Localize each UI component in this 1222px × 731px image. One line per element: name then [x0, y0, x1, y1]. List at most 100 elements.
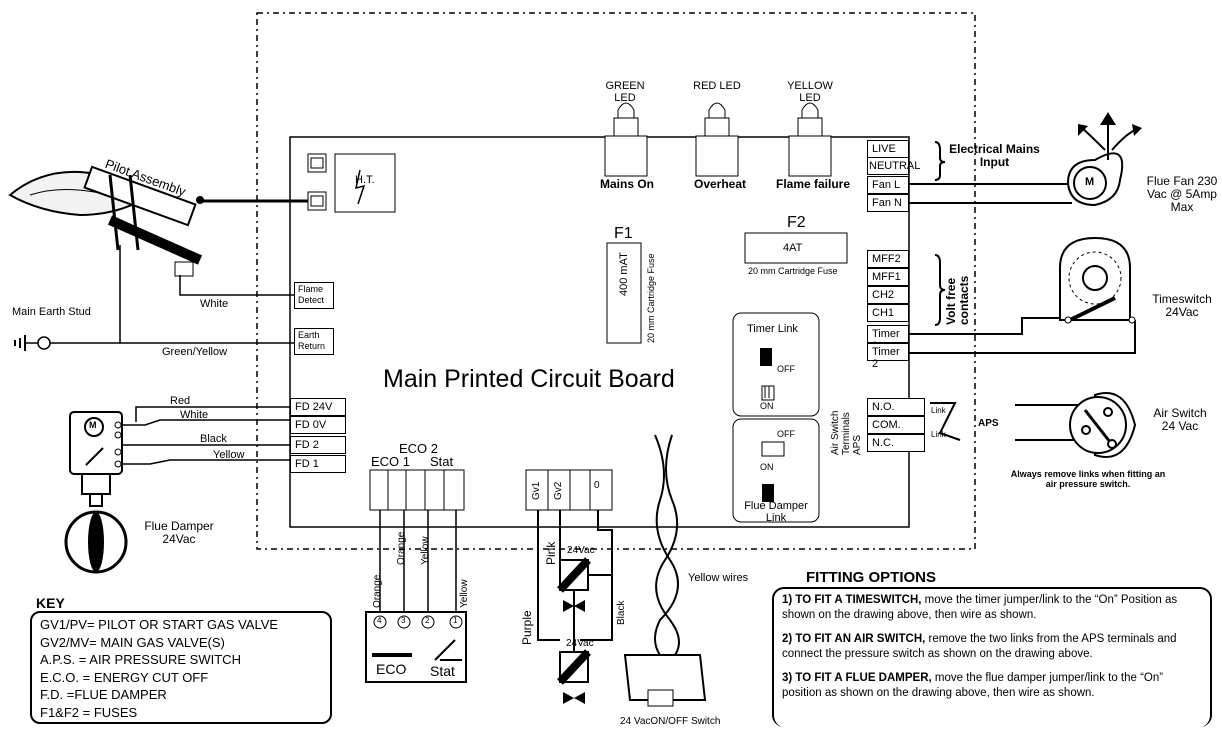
- gv1-label: Gv1: [531, 481, 542, 500]
- fd-wire-black: Black: [200, 433, 227, 445]
- flue-damper-link-title: Flue Damper Link: [744, 500, 808, 525]
- ht-label: H.T.: [355, 174, 375, 186]
- green-yellow-wire-label: Green/Yellow: [162, 346, 228, 358]
- eco-pin-2: 2: [425, 616, 430, 625]
- flue-damper-motor-icon: M: [89, 420, 97, 430]
- terminal-fd-1: FD 1: [290, 455, 346, 473]
- fuse-f1-value: 400 mAT: [618, 252, 630, 296]
- overheat-caption: Overheat: [694, 177, 747, 191]
- fuse-f2-label: F2: [787, 214, 806, 231]
- gas-valve-terminal-block: [525, 469, 613, 511]
- terminal-timer-2: Timer 2: [867, 343, 909, 370]
- timeswitch-drawing: [1059, 236, 1136, 324]
- stat-top-label: Stat: [430, 454, 454, 469]
- terminal-neutral: NEUTRAL: [867, 157, 920, 175]
- terminal-ch1: CH1: [867, 304, 909, 322]
- eco-wire-yellow-1: Yellow: [420, 536, 431, 565]
- key-line: A.P.S. = AIR PRESSURE SWITCH: [40, 652, 241, 667]
- timer-link-on: ON: [760, 401, 774, 411]
- eco-pin-3: 3: [401, 616, 406, 625]
- fd-wire-red: Red: [170, 395, 191, 407]
- terminal-fd-2: FD 2: [290, 436, 346, 454]
- fuse-f2-value: 4AT: [783, 242, 803, 254]
- terminal-mff1: MFF1: [867, 268, 909, 286]
- eco-unit-label: ECO: [376, 661, 407, 677]
- timeswitch-label: Timeswitch 24Vac: [1152, 292, 1212, 320]
- fuse-f1-note: 20 mm Cartridge Fuse: [646, 253, 656, 343]
- terminal-fd-24v: FD 24V: [290, 398, 346, 416]
- gas-valve-2: [557, 649, 591, 704]
- eco-wire-orange-2: Orange: [396, 531, 407, 565]
- stat-unit-label: Stat: [430, 663, 455, 679]
- flue-damper-label: Flue Damper 24Vac: [144, 519, 214, 547]
- terminal-nc: N.C.: [867, 434, 925, 452]
- white-wire-label: White: [200, 298, 229, 310]
- onoff-switch-label: 24 VacON/OFF Switch: [620, 716, 721, 727]
- led-red-label: RED LED: [693, 80, 741, 92]
- terminal-fd-0v: FD 0V: [290, 416, 346, 434]
- enclosure-outline: [256, 12, 976, 550]
- terminal-ch2: CH2: [867, 286, 909, 304]
- led-green-label: GREEN LED: [605, 80, 645, 105]
- pilot-assembly-drawing: [8, 165, 204, 277]
- fitting-option-heading: 3) TO FIT A FLUE DAMPER,: [782, 672, 932, 684]
- zero-label: 0: [594, 480, 600, 491]
- gas-valve-1: [557, 557, 591, 612]
- timer-link-box: [732, 312, 820, 417]
- fitting-options-panel: 1) TO FIT A TIMESWITCH, move the timer j…: [772, 587, 1212, 727]
- timer-link-off: OFF: [777, 364, 795, 374]
- flue-fan-drawing: [1066, 112, 1142, 207]
- black-wire-label: Black: [616, 600, 627, 625]
- terminal-timer-1: Timer 1: [867, 325, 909, 352]
- fuse-f1: [606, 242, 642, 344]
- purple-wire-label: Purple: [520, 610, 534, 645]
- board-title: Main Printed Circuit Board: [383, 365, 675, 393]
- fitting-option-heading: 2) TO FIT AN AIR SWITCH,: [782, 633, 926, 645]
- link-label-top: Link: [931, 406, 946, 415]
- yellow-wires-label: Yellow wires: [688, 572, 749, 584]
- fd-wire-yellow: Yellow: [213, 449, 245, 461]
- led-green: [604, 102, 648, 177]
- flame-failure-caption: Flame failure: [776, 177, 851, 191]
- terminal-mff2: MFF2: [867, 250, 909, 268]
- flue-fan-motor-icon: M: [1085, 176, 1095, 188]
- eco1-label: ECO 1: [371, 454, 411, 469]
- mains-on-caption: Mains On: [600, 177, 655, 191]
- key-line: GV1/PV= PILOT OR START GAS VALVE: [40, 617, 279, 632]
- fitting-option-text: move the flue damper jumper/link to the …: [782, 672, 1164, 699]
- key-line: E.C.O. = ENERGY CUT OFF: [40, 669, 209, 685]
- terminal-fan-n: Fan N: [867, 194, 909, 212]
- flue-damper-link-on: ON: [760, 462, 774, 472]
- terminal-no: N.O.: [867, 398, 925, 416]
- pink-wire-label: Pink: [544, 541, 558, 565]
- led-yellow-label: YELLOW LED: [787, 80, 833, 105]
- onoff-switch-drawing: [623, 654, 707, 701]
- flue-damper-link-box: [732, 418, 820, 523]
- fuse-f2-note: 20 mm Cartridge Fuse: [748, 266, 838, 276]
- flue-fan-label: Flue Fan 230 Vac @ 5Amp Max: [1146, 174, 1218, 215]
- fitting-options-title: FITTING OPTIONS: [806, 569, 936, 586]
- gas-valve-1-voltage: 24Vac: [567, 545, 595, 556]
- led-red: [695, 102, 739, 177]
- fitting-option-text: move the timer jumper/link to the “On” P…: [782, 594, 1178, 621]
- air-switch-terminals-label: Air Switch Terminals APS: [830, 410, 863, 455]
- eco-wire-orange-1: Orange: [372, 574, 383, 608]
- terminal-live: LIVE: [867, 140, 909, 158]
- eco-terminal-block: [369, 469, 465, 511]
- earth-stud-icon: [37, 336, 51, 350]
- fd-wire-white: White: [180, 409, 209, 421]
- key-line: GV2/MV= MAIN GAS VALVE(S): [40, 634, 225, 650]
- timer-link-title: Timer Link: [747, 323, 798, 335]
- led-yellow: [788, 102, 832, 177]
- key-title: KEY: [36, 595, 65, 611]
- aps-label: APS: [978, 418, 999, 429]
- fitting-option-air-switch: 2) TO FIT AN AIR SWITCH, remove the two …: [782, 632, 1202, 662]
- earth-return-terminal: Earth Return: [294, 328, 334, 355]
- fitting-option-flue-damper: 3) TO FIT A FLUE DAMPER, move the flue d…: [782, 671, 1202, 701]
- flue-damper-drawing: [64, 411, 128, 574]
- eco-wire-yellow-2: Yellow: [459, 579, 470, 608]
- fuse-f1-label: F1: [614, 225, 633, 242]
- fitting-option-text: remove the two links from the APS termin…: [782, 633, 1177, 660]
